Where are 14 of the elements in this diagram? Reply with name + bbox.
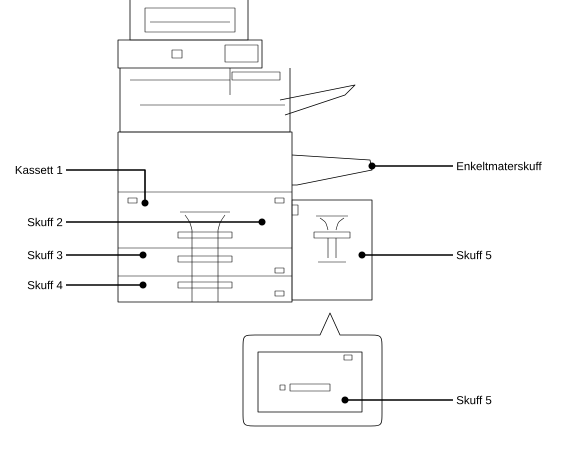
leader-line [66, 252, 146, 258]
callout-label: Enkeltmaterskuff [457, 162, 542, 170]
callout-label: Skuff 5 [456, 250, 492, 260]
callout-label: Skuff 4 [28, 280, 62, 290]
callout-label: Kassett 1 [16, 166, 62, 174]
leader-line [66, 169, 148, 206]
leader-line [66, 218, 266, 226]
leader-line [66, 282, 146, 288]
leader-line [368, 162, 453, 170]
leader-line [358, 252, 453, 258]
callout-label: Skuff 5 [456, 396, 492, 404]
callout-label: Skuff 3 [28, 250, 62, 260]
leader-line [342, 396, 453, 404]
callout-label: Skuff 2 [28, 218, 62, 226]
